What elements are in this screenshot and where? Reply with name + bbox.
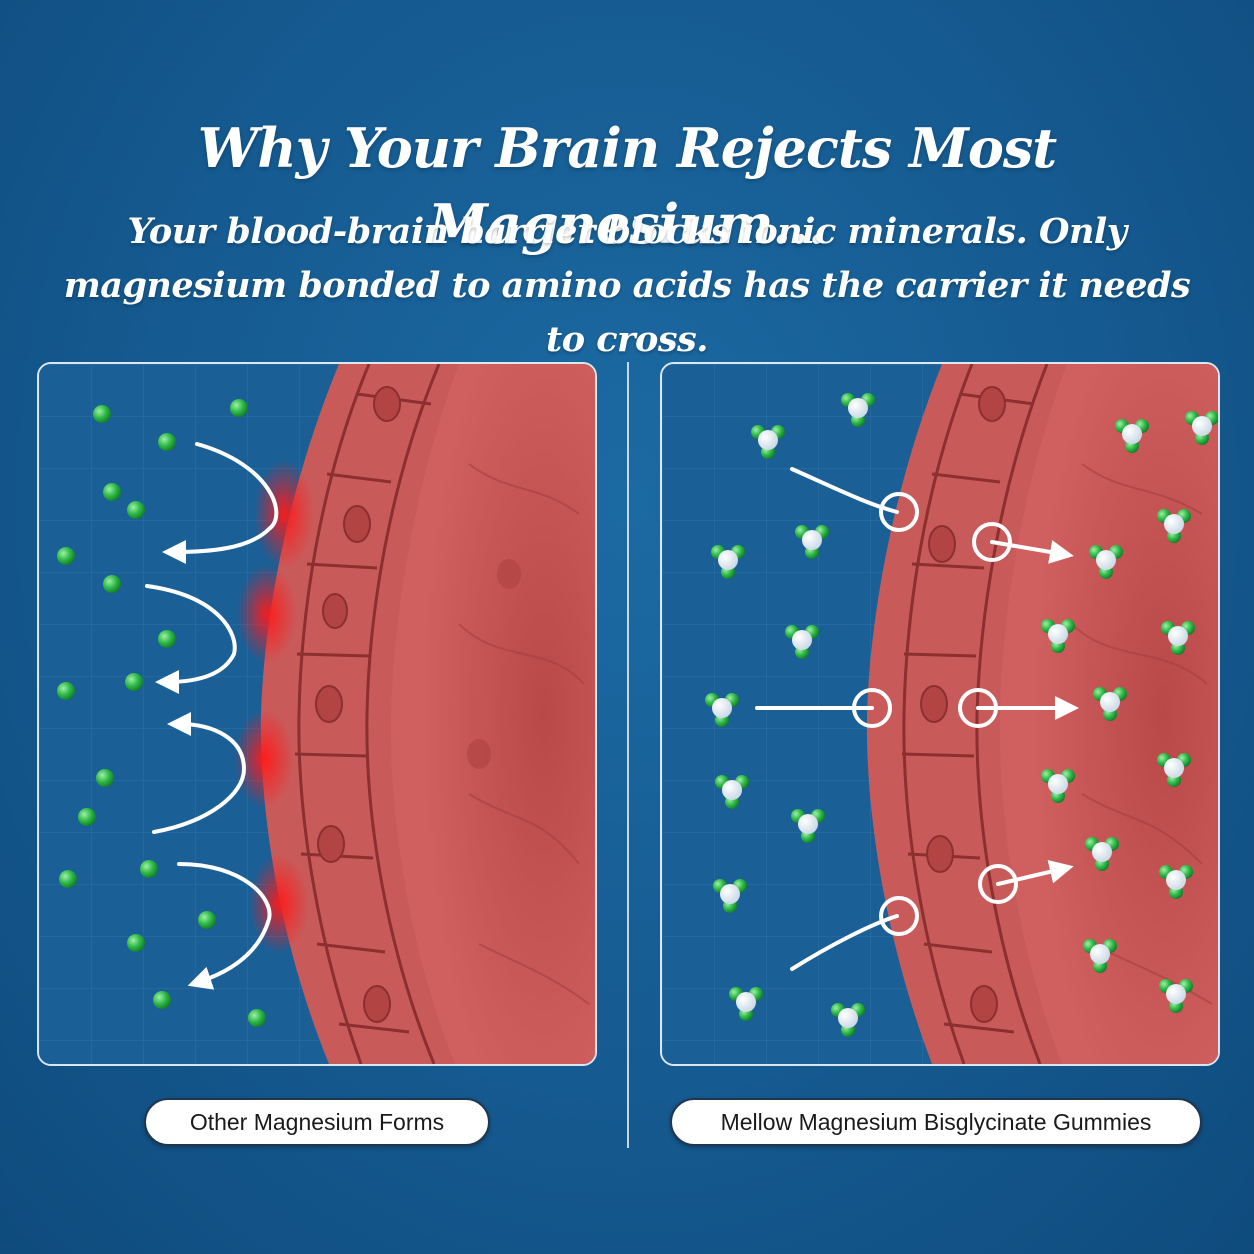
green-ion-icon bbox=[230, 399, 248, 417]
panel-divider bbox=[627, 362, 629, 1148]
green-ion-icon bbox=[103, 575, 121, 593]
green-ion-icon bbox=[127, 934, 145, 952]
green-ion-icon bbox=[59, 870, 77, 888]
page-title: Why Your Brain Rejects Most Magnesium... bbox=[197, 116, 1057, 256]
ionic-magnesium-particles bbox=[57, 399, 266, 1027]
green-ion-icon bbox=[96, 769, 114, 787]
page-subtitle: Your blood-brain barrier blocks ionic mi… bbox=[63, 211, 1191, 360]
green-ion-icon bbox=[57, 547, 75, 565]
green-ion-icon bbox=[153, 991, 171, 1009]
green-ion-icon bbox=[57, 682, 75, 700]
green-ion-icon bbox=[78, 808, 96, 826]
barrier-illustration-right bbox=[662, 364, 1218, 1064]
rejected-arrow-icon bbox=[145, 442, 279, 990]
green-ion-icon bbox=[93, 405, 111, 423]
panel-bisglycinate bbox=[660, 362, 1220, 1066]
crossing-arrow-icon bbox=[755, 467, 1079, 971]
barrier-illustration-left bbox=[39, 364, 595, 1064]
label-bisglycinate-gummies: Mellow Magnesium Bisglycinate Gummies bbox=[670, 1098, 1202, 1146]
green-ion-icon bbox=[158, 630, 176, 648]
green-ion-icon bbox=[198, 911, 216, 929]
panel-other-forms bbox=[37, 362, 597, 1066]
label-other-forms: Other Magnesium Forms bbox=[144, 1098, 490, 1146]
green-ion-icon bbox=[158, 433, 176, 451]
green-ion-icon bbox=[248, 1009, 266, 1027]
green-ion-icon bbox=[127, 501, 145, 519]
green-ion-icon bbox=[140, 860, 158, 878]
vessel-wall bbox=[866, 364, 1218, 1064]
green-ion-icon bbox=[103, 483, 121, 501]
vessel-wall bbox=[260, 364, 595, 1064]
green-ion-icon bbox=[125, 673, 143, 691]
